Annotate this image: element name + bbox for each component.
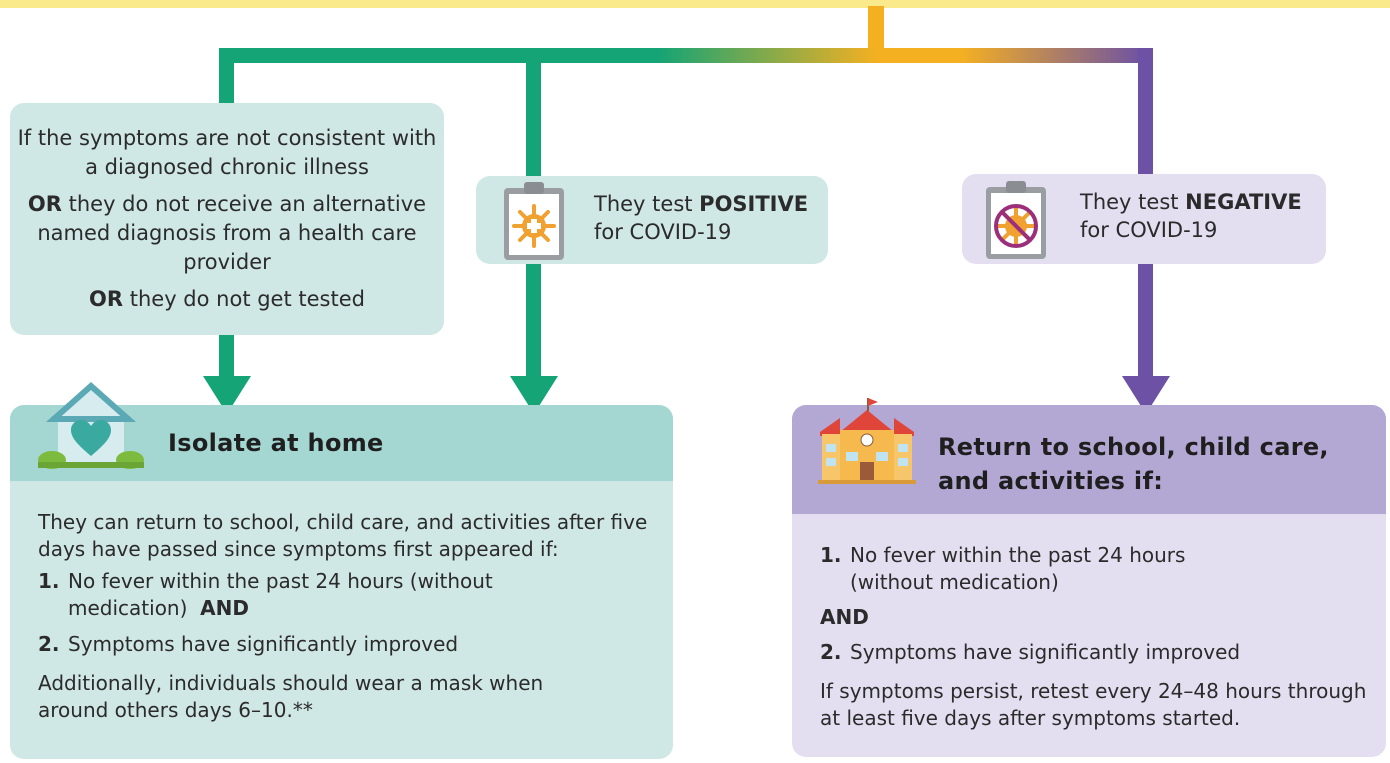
left-branch-top: [219, 48, 234, 104]
isolate-item-1: 1. No fever within the past 24 hours (wi…: [38, 568, 658, 622]
positive-test-box: They test POSITIVE for COVID-19: [476, 176, 828, 264]
return-title-line-1: Return to school, child care,: [938, 433, 1329, 461]
isolate-body: They can return to school, child care, a…: [38, 509, 658, 724]
clipboard-virus-plus-icon: [504, 182, 564, 260]
item-number: 1.: [820, 543, 842, 567]
isolate-note: Additionally, individuals should wear a …: [38, 671, 544, 722]
item-text: Symptoms have significantly improved: [850, 640, 1241, 664]
return-title-line-2: and activities if:: [938, 467, 1164, 495]
item-text: No fever within the past 24 hours(withou…: [850, 543, 1186, 594]
isolate-intro: They can return to school, child care, a…: [38, 510, 648, 561]
condition-line-3: OR they do not get tested: [10, 285, 444, 314]
condition-line-1: If the symptoms are not consistent with …: [17, 126, 437, 179]
positive-result: POSITIVE: [699, 192, 809, 216]
negative-test-box: They test NEGATIVE for COVID-19: [962, 174, 1326, 264]
positive-prefix: They test: [594, 192, 700, 216]
return-title: Return to school, child care, and activi…: [938, 430, 1329, 498]
left-branch-bottom: [219, 334, 234, 380]
negative-result: NEGATIVE: [1185, 190, 1302, 214]
item-number: 1.: [38, 569, 60, 593]
isolate-title: Isolate at home: [168, 429, 384, 457]
left-arrow-head: [203, 376, 251, 414]
positive-suffix: for COVID-19: [594, 220, 732, 244]
or-label-2: OR: [89, 287, 124, 311]
right-branch-bottom: [1138, 262, 1153, 380]
negative-prefix: They test: [1080, 190, 1186, 214]
house-heart-icon: [38, 382, 144, 469]
middle-arrow-head: [510, 376, 558, 414]
return-item-1: 1. No fever within the past 24 hours(wit…: [820, 542, 1380, 596]
and-label: AND: [200, 596, 249, 620]
condition-line-2-text: they do not receive an alternative named…: [37, 192, 427, 274]
item-number: 2.: [820, 640, 842, 664]
horizontal-connector: [219, 48, 1153, 63]
item-number: 2.: [38, 632, 60, 656]
item-text: Symptoms have significantly improved: [68, 632, 459, 656]
isolate-at-home-card: They can return to school, child care, a…: [10, 405, 673, 759]
positive-test-text: They test POSITIVE for COVID-19: [594, 190, 808, 246]
condition-line-3-text: they do not get tested: [123, 287, 365, 311]
return-note: If symptoms persist, retest every 24–48 …: [820, 679, 1367, 730]
or-label-1: OR: [27, 192, 62, 216]
return-item-2: 2. Symptoms have significantly improved: [820, 639, 1380, 666]
condition-box: If the symptoms are not consistent with …: [10, 103, 444, 335]
isolate-item-2: 2. Symptoms have significantly improved: [38, 631, 658, 658]
clipboard-virus-crossed-icon: [986, 181, 1046, 259]
negative-test-text: They test NEGATIVE for COVID-19: [1080, 188, 1302, 244]
item-text: No fever within the past 24 hours (witho…: [68, 569, 493, 620]
right-branch-top: [1138, 48, 1153, 176]
right-arrow-head: [1122, 376, 1170, 414]
orange-stem: [868, 6, 884, 56]
return-body: 1. No fever within the past 24 hours(wit…: [820, 542, 1380, 732]
school-building-icon: [818, 398, 916, 484]
negative-suffix: for COVID-19: [1080, 218, 1218, 242]
return-and-label: AND: [820, 605, 869, 629]
top-banner: [0, 0, 1390, 8]
condition-line-2: OR they do not receive an alternative na…: [10, 190, 444, 277]
